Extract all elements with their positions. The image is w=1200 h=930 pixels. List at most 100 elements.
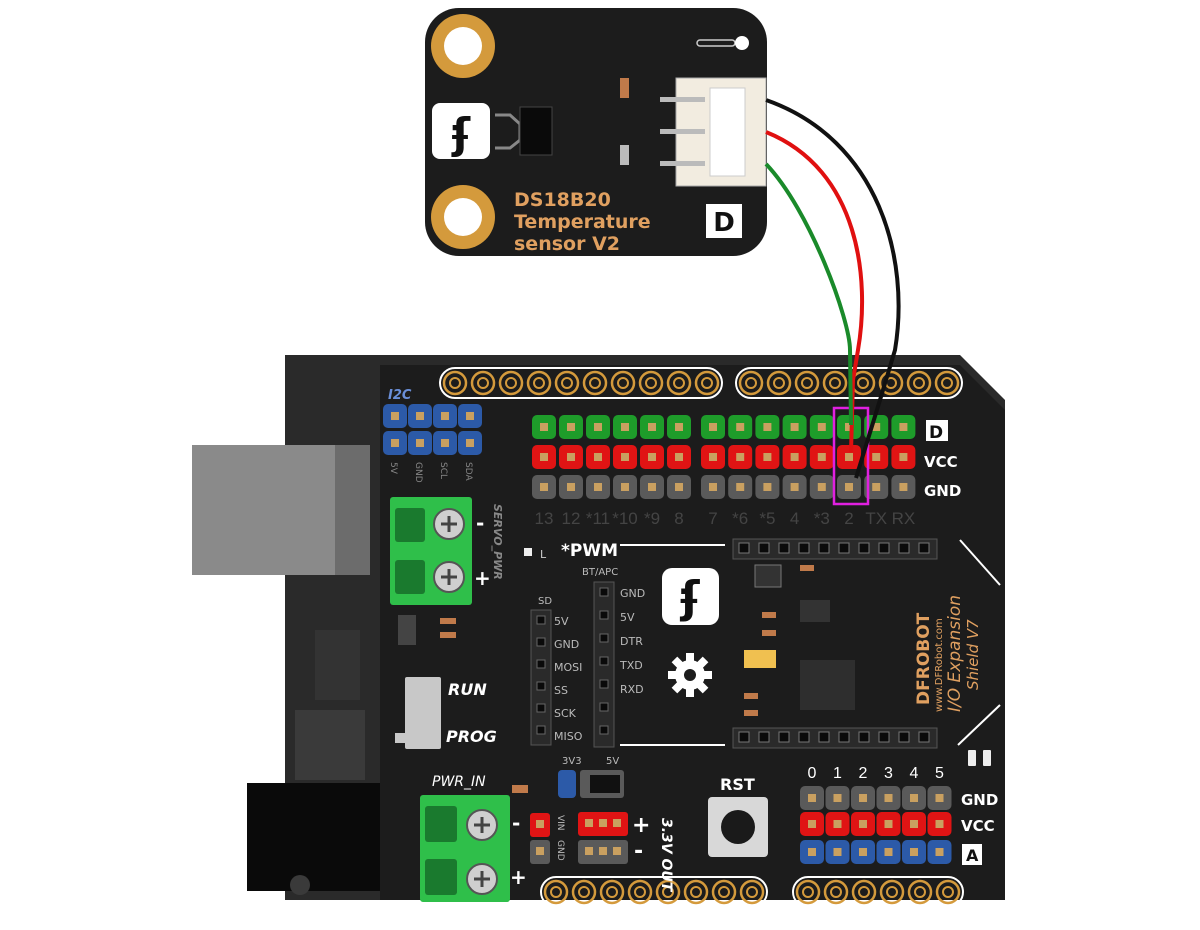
analog-pin-label: 3	[884, 765, 893, 782]
header-pin	[746, 886, 758, 898]
digital-pin-label: *11	[586, 509, 610, 528]
run-prog-switch[interactable]	[405, 677, 441, 749]
pwr-in-label: PWR_IN	[432, 774, 486, 790]
ds18b20-chip	[519, 106, 553, 156]
analog-row-vcc: VCC	[961, 817, 995, 835]
shield-logo: ʄ	[662, 568, 719, 625]
header-pin	[773, 377, 785, 389]
dc-jack	[247, 783, 392, 891]
bt-pin-label: DTR	[620, 635, 643, 648]
header-pin	[533, 377, 545, 389]
analog-row-a-badge	[962, 844, 982, 865]
bottom-header-left	[540, 876, 768, 908]
header-pin	[718, 886, 730, 898]
header-pin	[942, 886, 954, 898]
wires	[764, 98, 901, 479]
wireless-header-top	[732, 538, 938, 560]
digital-pin-label: 7	[708, 509, 717, 528]
header-pin	[802, 886, 814, 898]
sd-pin-label: SCK	[554, 707, 577, 720]
pwr-minus: -	[512, 811, 520, 835]
rst-label: RST	[720, 775, 755, 794]
header-pin	[578, 886, 590, 898]
header-pin	[550, 886, 562, 898]
header-pin	[662, 886, 674, 898]
digital-pin-label: *5	[759, 509, 775, 528]
header-pin	[449, 377, 461, 389]
out-header	[578, 812, 628, 864]
top-header-left	[439, 367, 723, 399]
row-label-vcc: VCC	[924, 453, 958, 471]
row-label-gnd: GND	[924, 482, 961, 500]
header-pin	[561, 377, 573, 389]
header-pin	[645, 377, 657, 389]
header-pin	[634, 886, 646, 898]
analog-pin-label: 2	[859, 765, 868, 782]
digital-pin-label: 12	[562, 509, 581, 528]
header-pin	[690, 886, 702, 898]
wire-red	[765, 130, 865, 453]
pwr-plus: +	[510, 865, 527, 889]
i2c-pin-label: SDA	[463, 462, 473, 481]
header-pin	[914, 886, 926, 898]
sd-pin-label: MISO	[554, 730, 583, 743]
header-pin	[829, 377, 841, 389]
row-label-digital-badge	[926, 420, 948, 441]
i2c-label: I2C	[388, 388, 412, 403]
header-pin	[886, 886, 898, 898]
servo-plus: +	[474, 566, 491, 590]
analog-pin-label: 1	[833, 765, 842, 782]
out-minus: -	[634, 839, 643, 864]
run-label: RUN	[448, 680, 487, 699]
bt-apc-label: BT/APC	[582, 567, 618, 578]
bt-pin-label: GND	[620, 587, 645, 600]
svg-text:ʄ: ʄ	[679, 572, 700, 623]
ic-chip	[754, 564, 782, 588]
i2c-pin-label: SCL	[438, 462, 448, 479]
digital-pin-rows	[532, 415, 916, 499]
i2c-pin-label: 5V	[388, 462, 398, 475]
sensor-title-line2: Temperature	[514, 211, 651, 233]
header-pin	[830, 886, 842, 898]
header-pin	[801, 377, 813, 389]
header-pin	[857, 377, 869, 389]
servo-minus: -	[476, 511, 484, 535]
wire-green	[764, 162, 853, 426]
header-pin	[606, 886, 618, 898]
sd-pin-label: 5V	[554, 615, 569, 628]
header-pin	[745, 377, 757, 389]
product-line2: Shield V7	[964, 619, 982, 690]
digital-pin-label: 13	[535, 509, 554, 528]
bt-pin-label: 5V	[620, 611, 635, 624]
sensor-title-line1: DS18B20	[514, 189, 611, 211]
out-plus: +	[632, 813, 650, 838]
digital-pin-label: 2	[844, 509, 853, 528]
analog-pin-label: 0	[808, 765, 817, 782]
brand-label: DFROBOT	[914, 612, 934, 705]
sd-pin-label: MOSI	[554, 661, 582, 674]
header-pin	[673, 377, 685, 389]
svg-text:ʄ: ʄ	[451, 109, 471, 158]
product-line1: I/O Expansion	[945, 595, 965, 712]
digital-pin-label: TX	[865, 509, 887, 528]
header-pin	[505, 377, 517, 389]
analog-pin-label: 4	[910, 765, 919, 782]
sd-label: SD	[538, 596, 552, 607]
row-label-digital: D	[929, 423, 943, 443]
servo-power-terminal	[390, 497, 472, 605]
mounting-hole-bottom	[431, 185, 495, 249]
wire-black	[765, 98, 901, 479]
gear-icon	[668, 653, 712, 697]
header-pin	[858, 886, 870, 898]
power-in-terminal	[420, 795, 510, 902]
reset-button[interactable]	[708, 797, 768, 857]
header-pin	[941, 377, 953, 389]
header-pin	[477, 377, 489, 389]
header-pin	[617, 377, 629, 389]
digital-pin-label: RX	[892, 509, 916, 528]
sensor-type-badge: D	[713, 208, 735, 238]
digital-pin-label: 8	[674, 509, 683, 528]
